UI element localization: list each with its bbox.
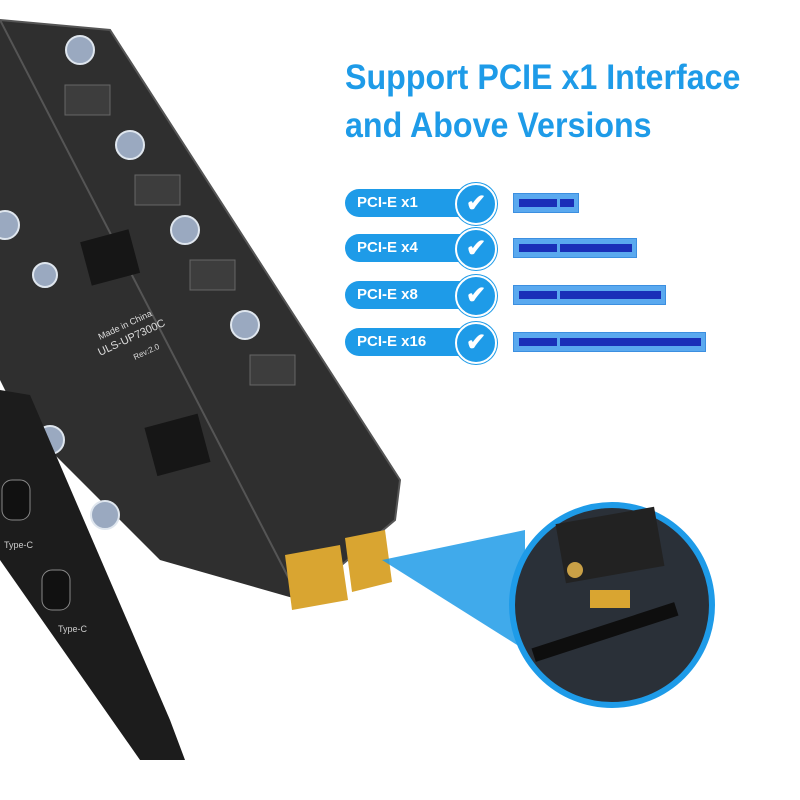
slot-x4-icon bbox=[513, 238, 637, 258]
pcb-board bbox=[0, 20, 400, 600]
bracket bbox=[0, 390, 185, 760]
slot-x8-icon bbox=[513, 285, 666, 305]
port-label: Type-C bbox=[58, 624, 88, 634]
compat-row-x4: PCI-E x4 ✔ bbox=[345, 228, 725, 270]
compat-label: PCI-E x8 bbox=[345, 281, 475, 309]
compat-row-x8: PCI-E x8 ✔ bbox=[345, 275, 725, 317]
check-icon: ✔ bbox=[455, 228, 497, 270]
port-label: Type-C bbox=[4, 540, 34, 550]
compat-row-x16: PCI-E x16 ✔ bbox=[345, 322, 725, 364]
compat-label: PCI-E x16 bbox=[345, 328, 475, 356]
gold-fingers bbox=[285, 530, 392, 610]
slot-x1-icon bbox=[513, 193, 579, 213]
check-icon: ✔ bbox=[455, 275, 497, 317]
slot-x16-icon bbox=[513, 332, 706, 352]
headline-line2: and Above Versions bbox=[345, 106, 652, 145]
headline-line1: Support PCIE x1 Interface bbox=[345, 58, 741, 97]
check-icon: ✔ bbox=[455, 183, 497, 225]
compat-row-x1: PCI-E x1 ✔ bbox=[345, 183, 725, 225]
check-icon: ✔ bbox=[455, 322, 497, 364]
compat-label: PCI-E x1 bbox=[345, 189, 475, 217]
controller-chip bbox=[80, 229, 141, 286]
compat-label: PCI-E x4 bbox=[345, 234, 475, 262]
callout-beam bbox=[382, 530, 525, 650]
